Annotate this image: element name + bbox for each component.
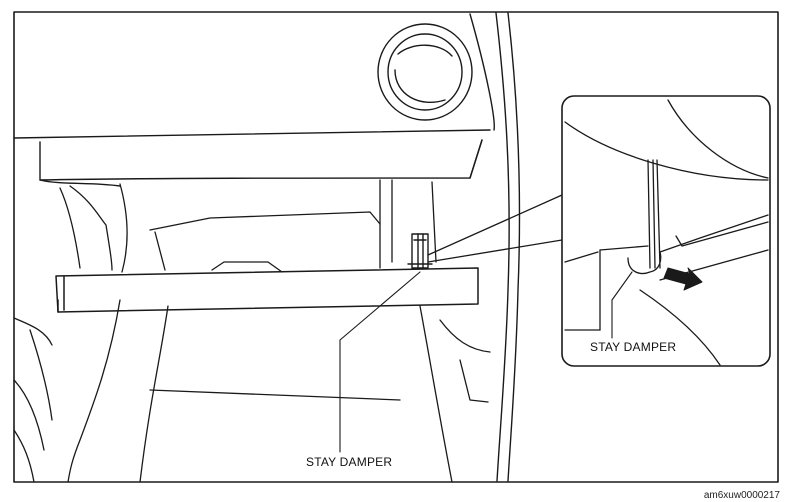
inset-drawing: [564, 99, 769, 366]
detail-inset: [561, 95, 771, 367]
a-pillar-trim: [469, 12, 521, 482]
main-leader-line: [339, 271, 421, 453]
stay-damper-main: [407, 233, 433, 269]
arrow-icon: [663, 267, 703, 291]
inset-leader-line: [611, 271, 633, 339]
stay-damper-label: STAY DAMPER: [306, 455, 393, 469]
dashboard-panel: [13, 129, 491, 187]
lower-interior: [13, 299, 491, 483]
inset-stay-damper-label: STAY DAMPER: [590, 340, 677, 354]
air-vent: [377, 23, 473, 121]
figure-code: am6xuw0000217: [703, 490, 780, 501]
glove-box-interior: [59, 179, 437, 273]
figure-frame: [13, 11, 779, 483]
glove-box-lid: [55, 267, 479, 313]
callout-beam: [427, 194, 563, 263]
